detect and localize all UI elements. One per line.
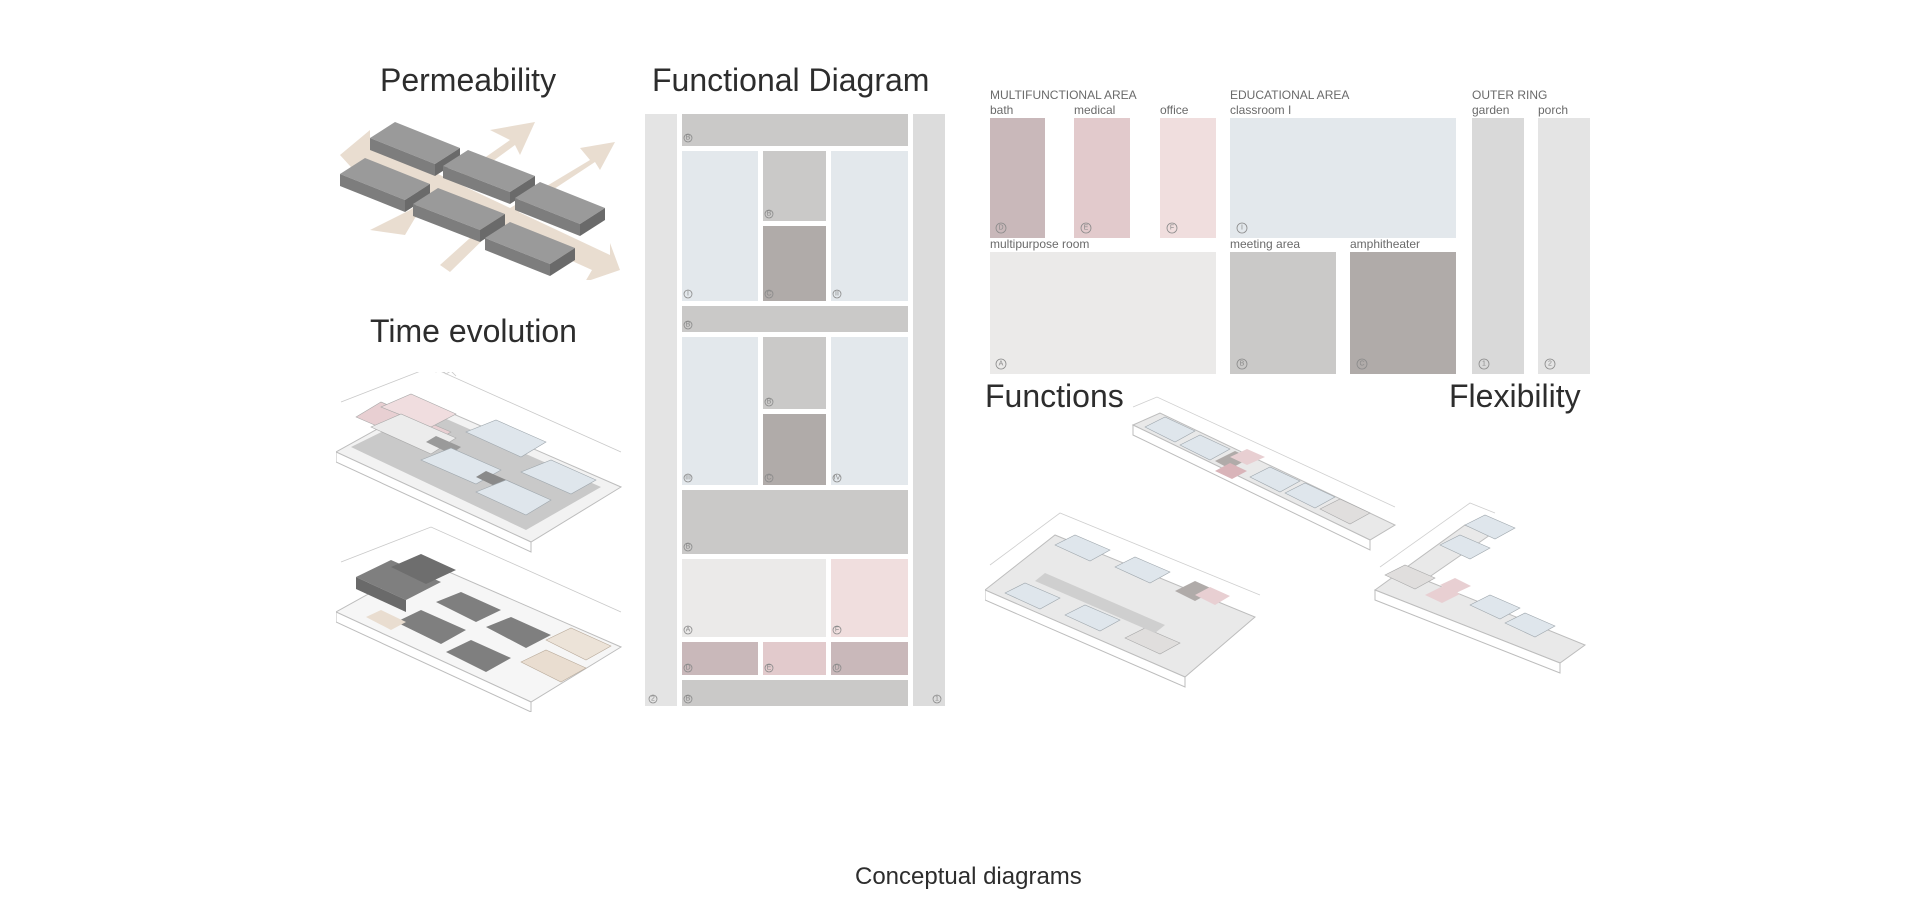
marker-ii: II <box>835 291 839 298</box>
marker-1: 1 <box>935 696 939 703</box>
corridor-mid-1 <box>682 306 908 332</box>
marker-c: C <box>1359 361 1364 368</box>
office-label: office <box>1160 103 1189 117</box>
meeting-area-2 <box>763 337 826 409</box>
time-evolution-title: Time evolution <box>370 313 577 349</box>
marker-b-top: B <box>686 135 691 142</box>
marker-e: E <box>1084 225 1089 232</box>
office-swatch <box>1160 118 1216 238</box>
classroom-i <box>682 151 758 301</box>
classroom-label: classroom I <box>1230 103 1291 117</box>
marker-d: D <box>998 225 1003 232</box>
outer-ring-heading: OUTER RING <box>1472 88 1547 102</box>
garden-swatch <box>1472 118 1524 374</box>
model-courtyard <box>985 512 1261 688</box>
meeting-area-label: meeting area <box>1230 237 1300 251</box>
functional-diagram-plan: B I B C II B III B C IV B A F D E D B 2 … <box>645 114 945 706</box>
marker-c-2: C <box>766 475 771 482</box>
block <box>515 182 605 236</box>
marker-i: I <box>687 291 689 298</box>
marker-a: A <box>686 627 691 634</box>
medical-swatch <box>1074 118 1130 238</box>
amphitheater-2 <box>763 414 826 485</box>
block <box>443 150 535 204</box>
porch-swatch <box>1538 118 1590 374</box>
educational-area-heading: EDUCATIONAL AREA <box>1230 88 1349 102</box>
marker-d-1: D <box>685 665 690 672</box>
marker-b-1: B <box>767 211 772 218</box>
marker-f: F <box>835 627 839 634</box>
flexibility-diagram <box>985 395 1605 705</box>
multipurpose-swatch <box>990 252 1216 374</box>
marker-b-large: B <box>686 544 691 551</box>
bath-2 <box>831 642 908 675</box>
amphitheater-1 <box>763 226 826 301</box>
classroom-iv <box>831 337 908 485</box>
marker-d-2: D <box>834 665 839 672</box>
block <box>413 188 505 242</box>
permeability-diagram <box>340 110 620 280</box>
garden-strip-right <box>913 114 945 706</box>
marker-a: A <box>999 361 1004 368</box>
bath-1 <box>682 642 758 675</box>
amphitheater-label: amphitheater <box>1350 237 1420 251</box>
medical <box>763 642 826 675</box>
marker-c-1: C <box>766 291 771 298</box>
flexibility-title: Flexibility <box>1449 378 1581 414</box>
time-evolution-diagram <box>336 372 626 712</box>
marker-b-2: B <box>767 399 772 406</box>
figure-caption: Conceptual diagrams <box>855 863 1082 890</box>
classroom-swatch <box>1230 118 1456 238</box>
marker-2: 2 <box>651 696 655 703</box>
marker-f: F <box>1170 225 1174 232</box>
classroom-ii <box>831 151 908 301</box>
model-upper <box>336 372 623 553</box>
porch-strip-left <box>645 114 677 706</box>
corridor-top <box>682 114 908 146</box>
functional-diagram-title: Functional Diagram <box>652 62 930 98</box>
meeting-area-swatch <box>1230 252 1336 374</box>
model-linear <box>1131 396 1397 551</box>
marker-iii: III <box>685 475 691 482</box>
meeting-area-large <box>682 490 908 554</box>
functions-legend: MULTIFUNCTIONAL AREA EDUCATIONAL AREA OU… <box>990 86 1590 376</box>
office <box>831 559 908 637</box>
garden-label: garden <box>1472 103 1509 117</box>
marker-i: I <box>1241 225 1243 232</box>
block <box>485 222 575 276</box>
multipurpose-label: multipurpose room <box>990 237 1089 251</box>
model-lower <box>336 526 623 712</box>
block <box>340 158 430 212</box>
marker-b-mid: B <box>686 322 691 329</box>
marker-iv: IV <box>834 475 841 482</box>
classroom-iii <box>682 337 758 485</box>
marker-e: E <box>767 665 772 672</box>
meeting-area-1 <box>763 151 826 221</box>
model-corner <box>1373 502 1587 674</box>
functions-title: Functions <box>985 378 1124 414</box>
permeability-title: Permeability <box>380 62 557 98</box>
porch-label: porch <box>1538 103 1568 117</box>
marker-1: 1 <box>1482 361 1486 368</box>
amphitheater-swatch <box>1350 252 1456 374</box>
bath-label: bath <box>990 103 1013 117</box>
marker-2: 2 <box>1548 361 1552 368</box>
medical-label: medical <box>1074 103 1115 117</box>
block <box>370 122 460 176</box>
marker-b-bottom: B <box>686 696 691 703</box>
multifunctional-area-heading: MULTIFUNCTIONAL AREA <box>990 88 1137 102</box>
corridor-bottom <box>682 680 908 706</box>
bath-swatch <box>990 118 1045 238</box>
multipurpose-room <box>682 559 826 637</box>
marker-b: B <box>1240 361 1245 368</box>
